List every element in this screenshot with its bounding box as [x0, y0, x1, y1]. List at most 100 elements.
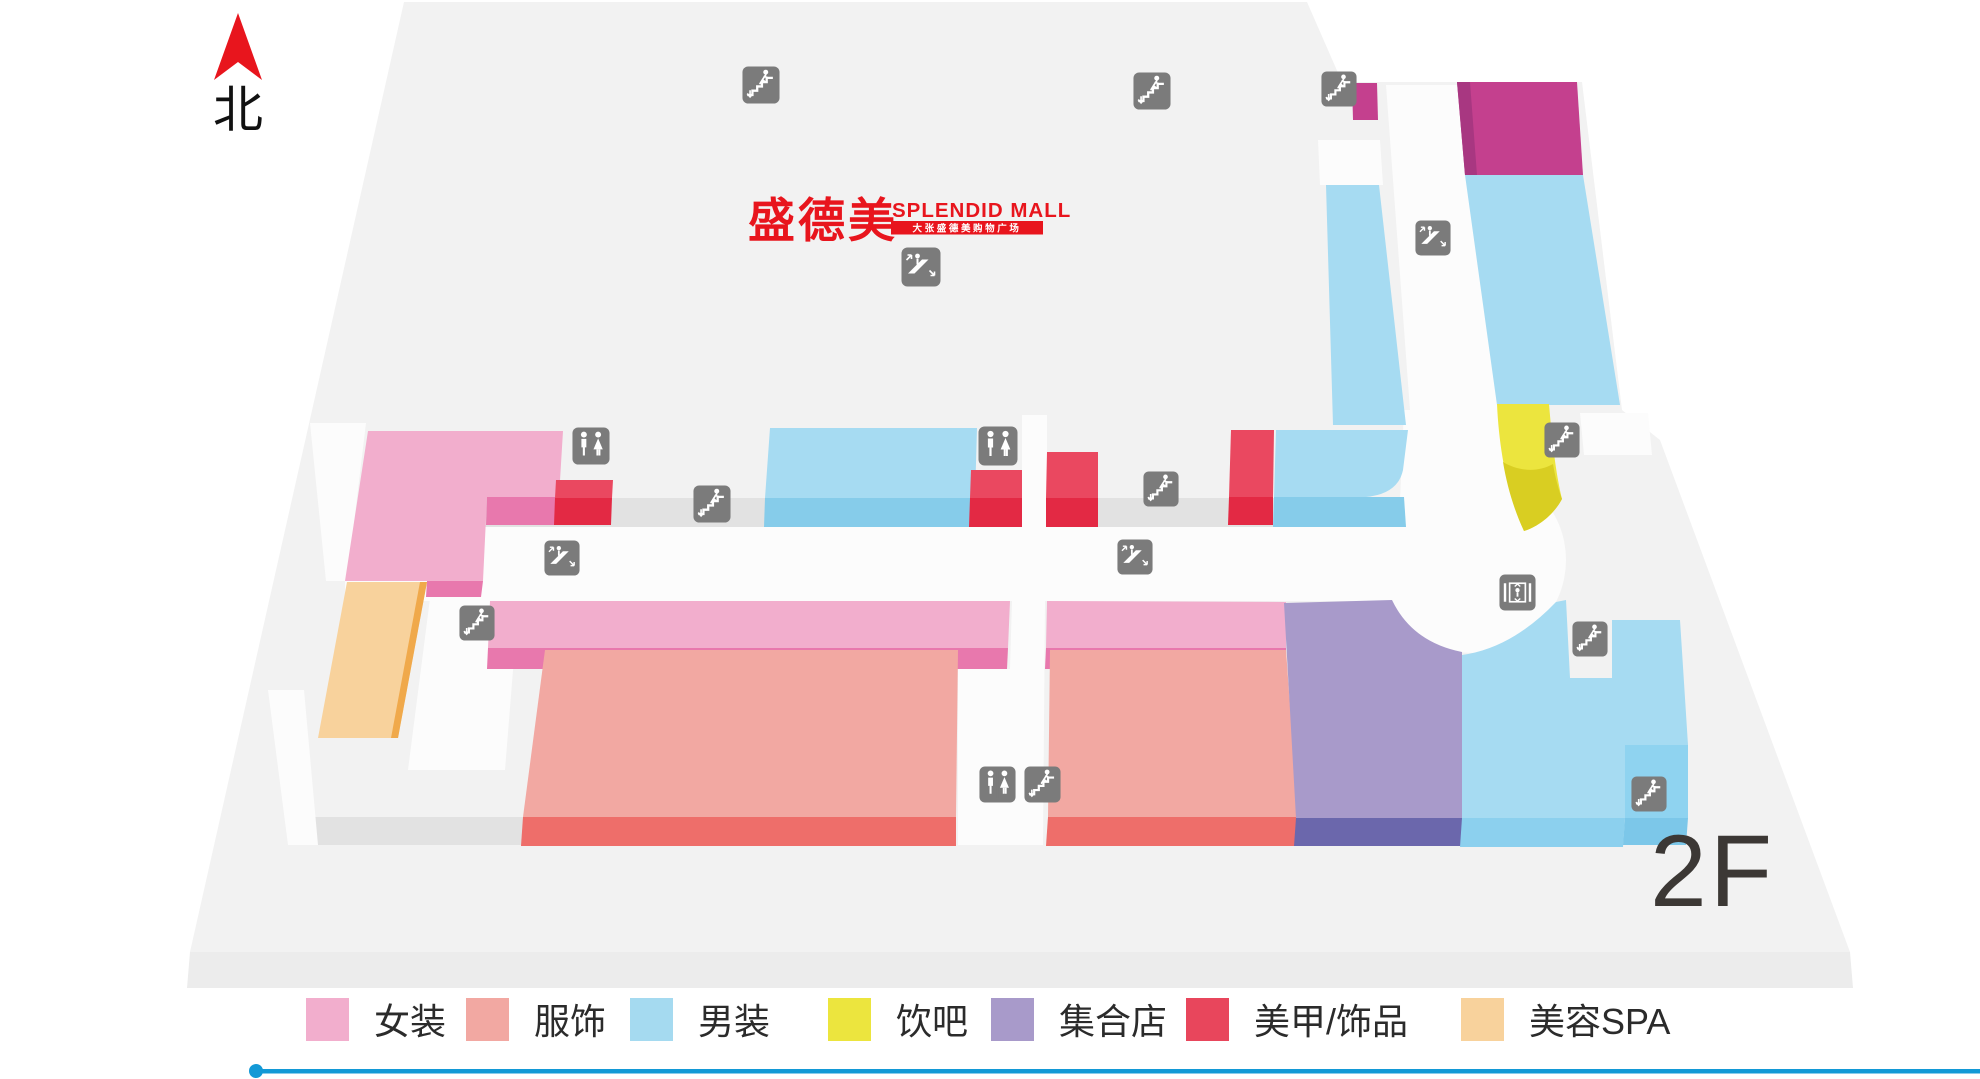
legend-swatch: [1186, 998, 1229, 1041]
stairs-icon[interactable]: [1544, 422, 1580, 458]
region-central-nail-accessories-b[interactable]: [1046, 452, 1098, 527]
stairs-icon[interactable]: [1133, 72, 1171, 110]
legend-item: 美容SPA: [1461, 998, 1670, 1042]
wall-band-south: [298, 817, 524, 845]
region-face: [1229, 430, 1274, 497]
region-face: [1326, 185, 1406, 425]
legend-item: 男装: [630, 998, 770, 1042]
floor-plate-front: [187, 952, 1853, 988]
mall-logo-sub-bar: [891, 221, 1043, 235]
legend-label: 集合店: [1059, 1001, 1167, 1042]
region-face: [1284, 600, 1462, 818]
corridor: [1580, 413, 1652, 455]
region-face: [764, 498, 975, 527]
region-east-wing-mens-wear[interactable]: [1465, 175, 1620, 405]
region-face: [1457, 82, 1477, 175]
legend-item: 服饰: [466, 998, 606, 1042]
mall-logo-en: SPLENDID MALL: [892, 199, 1071, 222]
region-east-nail-accessories[interactable]: [1228, 430, 1274, 525]
legend-label: 饮吧: [896, 1001, 968, 1042]
region-face: [1294, 818, 1462, 846]
legend-label: 女装: [374, 1001, 446, 1042]
region-face: [391, 582, 427, 738]
north-arrow-icon: [214, 13, 262, 80]
mall-logo-sub: 大张盛德美购物广场: [913, 223, 1022, 235]
legend-swatch: [828, 998, 871, 1041]
legend-item: 饮吧: [828, 998, 968, 1042]
region-face: [1352, 83, 1378, 120]
region-central-nail-accessories-a[interactable]: [969, 470, 1022, 527]
region-north-mens-wear[interactable]: [764, 428, 977, 527]
stairs-icon[interactable]: [459, 605, 495, 641]
corridor: [310, 423, 366, 581]
region-face: [523, 650, 958, 817]
region-south-collection-store[interactable]: [1284, 600, 1462, 846]
region-face: [765, 428, 977, 498]
region-face: [521, 817, 956, 846]
corridor: [1318, 140, 1383, 185]
region-face: [486, 497, 559, 525]
legend: 女装 服饰 男装 饮吧 集合店 美甲/饰品 美容SPA: [306, 998, 1670, 1042]
region-north-small-magenta[interactable]: [1352, 83, 1378, 120]
stairs-icon[interactable]: [1572, 621, 1608, 657]
restroom-icon[interactable]: [572, 427, 610, 465]
legend-swatch: [630, 998, 673, 1041]
legend-item: 女装: [306, 998, 446, 1042]
escalator-icon[interactable]: [544, 540, 580, 576]
floor-label: 2F: [1650, 814, 1775, 928]
region-west-nail-accessories[interactable]: [554, 480, 613, 525]
region-face: [1046, 601, 1286, 648]
stairs-icon[interactable]: [1024, 766, 1061, 803]
region-face: [1503, 462, 1562, 531]
region-southeast-mens-wear[interactable]: [1460, 600, 1688, 847]
legend-label: 服饰: [534, 1001, 606, 1042]
region-face: [1623, 818, 1688, 845]
footer-accent-line: [249, 1064, 1980, 1078]
region-southeast-apparel[interactable]: [1046, 650, 1298, 846]
region-face: [426, 581, 483, 597]
region-face: [1460, 818, 1625, 847]
mall-logo: 盛德美 SPLENDID MALL 大张盛德美购物广场: [748, 194, 1071, 247]
region-nw-womens-wear[interactable]: [345, 431, 563, 597]
legend-swatch: [306, 998, 349, 1041]
stairs-icon[interactable]: [1143, 471, 1179, 507]
legend-label: 美容SPA: [1529, 1001, 1670, 1042]
stairs-icon[interactable]: [693, 485, 731, 523]
region-face: [554, 498, 612, 525]
region-face: [1462, 600, 1688, 818]
corridor: [1022, 415, 1047, 527]
escalator-icon[interactable]: [901, 247, 941, 287]
region-southwest-apparel[interactable]: [521, 650, 958, 846]
region-face: [969, 498, 1022, 527]
stairs-icon[interactable]: [1631, 776, 1667, 812]
stairs-icon[interactable]: [1321, 71, 1357, 107]
region-face: [1274, 430, 1408, 497]
stairs-icon[interactable]: [742, 66, 780, 104]
region-west-beauty-spa[interactable]: [318, 582, 427, 738]
region-face: [1465, 175, 1620, 405]
region-face: [970, 470, 1022, 498]
legend-swatch: [991, 998, 1034, 1041]
region-face: [488, 601, 1010, 648]
mall-logo-cn: 盛德美: [748, 194, 898, 247]
region-face: [1228, 497, 1273, 525]
legend-item: 集合店: [991, 998, 1167, 1042]
region-northeast-magenta[interactable]: [1457, 82, 1583, 175]
restroom-icon[interactable]: [978, 426, 1018, 466]
region-face: [345, 431, 563, 581]
elevator-icon[interactable]: [1499, 574, 1536, 611]
region-face: [1457, 82, 1583, 175]
legend-label: 男装: [698, 1001, 770, 1042]
corridor: [268, 690, 318, 845]
escalator-icon[interactable]: [1415, 220, 1451, 256]
legend-label: 美甲/饰品: [1254, 1001, 1408, 1042]
region-face: [1046, 452, 1098, 498]
region-corridor-corner-mens-wear[interactable]: [1273, 185, 1408, 527]
region-face: [1048, 650, 1298, 817]
region-face: [1046, 817, 1298, 846]
restroom-icon[interactable]: [979, 766, 1016, 803]
legend-swatch: [1461, 998, 1504, 1041]
escalator-icon[interactable]: [1117, 539, 1153, 575]
region-face: [1273, 497, 1406, 527]
